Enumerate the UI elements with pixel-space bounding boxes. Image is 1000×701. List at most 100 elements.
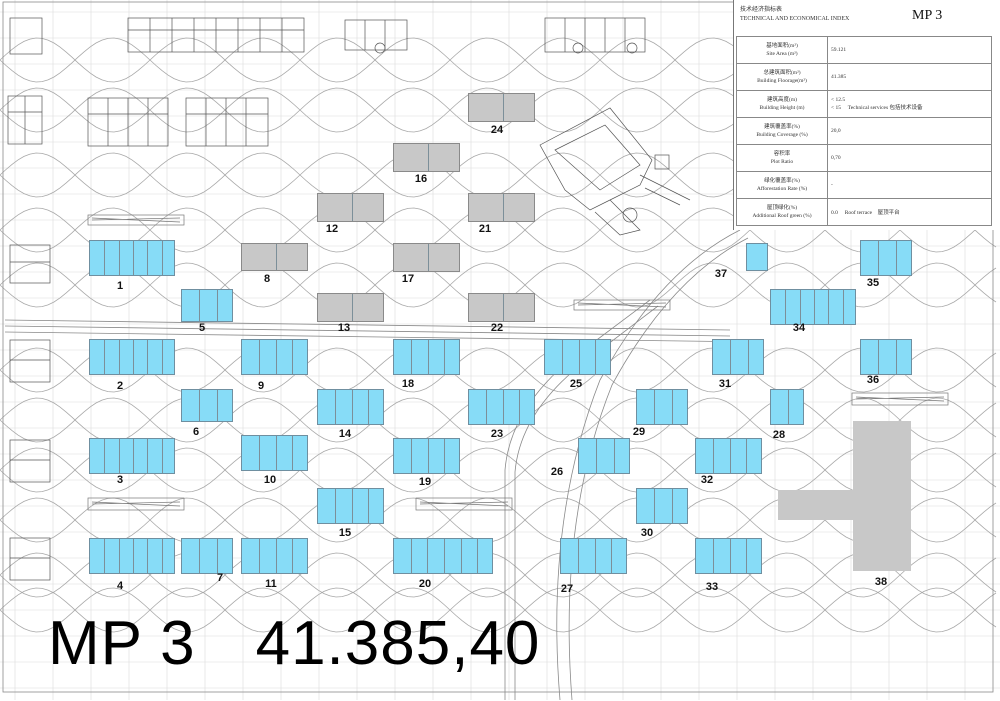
index-value: 0,70	[827, 144, 992, 172]
index-value: 59.121	[827, 36, 992, 64]
building-unit-divider	[104, 340, 106, 374]
building-unit-divider	[444, 539, 445, 573]
technical-economical-index-panel: 技术经济指标表 TECHNICAL AND ECONOMICAL INDEX M…	[733, 0, 1000, 230]
index-key: 绿化覆盖率(%)Afforestation Rate (%)	[736, 171, 828, 199]
building-label: 34	[792, 322, 806, 334]
building-label: 2	[116, 380, 124, 392]
caption-floorage-value: 41.385,40	[255, 609, 541, 678]
building-unit-divider	[444, 439, 446, 473]
building-unit-divider	[216, 390, 218, 421]
building-unit-divider	[427, 144, 429, 171]
building-unit-divider	[275, 244, 277, 270]
building-label: 31	[718, 378, 732, 390]
building-15	[317, 488, 384, 524]
building-6	[181, 389, 233, 422]
building-24	[468, 93, 535, 122]
building-7	[181, 538, 233, 574]
building-unit-divider	[561, 340, 563, 374]
building-unit-divider	[842, 290, 844, 324]
index-key: 建筑覆盖率(%) Building Coverage (%)	[736, 117, 828, 145]
building-label: 21	[478, 223, 492, 235]
building-unit-divider	[368, 489, 370, 523]
building-label: 20	[418, 578, 432, 590]
index-value: 0.0 Roof terrace 屋顶平台	[827, 198, 992, 226]
building-unit-divider	[730, 340, 732, 374]
building-unit-divider	[502, 294, 504, 321]
building-unit-divider	[799, 290, 801, 324]
building-unit-divider	[427, 539, 429, 573]
building-30	[636, 488, 688, 524]
building-38-horizontal-wing	[778, 490, 856, 520]
building-label: 23	[490, 428, 504, 440]
building-16	[393, 143, 460, 172]
building-label: 38	[874, 576, 888, 588]
building-label: 30	[640, 527, 654, 539]
building-unit-divider	[427, 340, 429, 374]
building-unit-divider	[216, 290, 218, 321]
building-unit-divider	[161, 340, 163, 374]
building-31	[712, 339, 764, 375]
index-row: 绿化覆盖率(%)Afforestation Rate (%)-	[736, 171, 992, 199]
index-row: 总建筑面积(m²)Building Floorage(m²)41.385	[736, 63, 992, 91]
building-label: 6	[192, 426, 200, 438]
building-label: 14	[338, 428, 352, 440]
building-unit-divider	[578, 340, 580, 374]
index-key-cn: 绿化覆盖率(%)	[764, 178, 800, 184]
building-label: 26	[550, 466, 564, 478]
building-unit-divider	[410, 340, 412, 374]
index-row: 屋顶绿化(%)Additional Roof green (%)0.0 Roof…	[736, 198, 992, 226]
index-key: 总建筑面积(m²)Building Floorage(m²)	[736, 63, 828, 91]
building-unit-divider	[104, 241, 106, 275]
building-unit-divider	[712, 539, 714, 573]
building-unit-divider	[258, 340, 260, 374]
building-unit-divider	[118, 539, 120, 573]
building-unit-divider	[427, 439, 429, 473]
building-33	[695, 538, 762, 574]
building-unit-divider	[895, 340, 897, 374]
building-unit-divider	[334, 390, 336, 424]
building-unit-divider	[613, 439, 615, 473]
index-key-en: Building Coverage (%)	[756, 132, 808, 138]
building-unit-divider	[368, 390, 370, 424]
building-unit-divider	[671, 390, 673, 424]
building-unit-divider	[594, 539, 596, 573]
building-unit-divider	[133, 539, 134, 573]
caption-plan-id: MP 3	[48, 609, 196, 678]
building-8	[241, 243, 308, 271]
index-title-en: TECHNICAL AND ECONOMICAL INDEX	[740, 16, 850, 22]
building-unit-divider	[161, 241, 163, 275]
building-unit-divider	[292, 539, 294, 573]
building-unit-divider	[133, 241, 134, 275]
index-key-cn: 建筑覆盖率(%)	[764, 124, 800, 130]
index-row: 建筑覆盖率(%)Building Coverage (%)20,0	[736, 117, 992, 145]
building-label: 5	[198, 322, 206, 334]
building-label: 33	[705, 581, 719, 593]
building-unit-divider	[275, 436, 277, 470]
clubhouse-outline	[539, 107, 691, 236]
index-key-cn: 容积率	[773, 151, 791, 157]
building-unit-divider	[410, 439, 412, 473]
building-25	[544, 339, 611, 375]
building-label: 16	[414, 173, 428, 185]
building-unit-divider	[199, 290, 201, 321]
building-20	[393, 538, 493, 574]
building-unit-divider	[814, 290, 815, 324]
building-label: 27	[560, 583, 574, 595]
building-5	[181, 289, 233, 322]
building-26	[578, 438, 630, 474]
index-key-en: Building Height (m)	[759, 105, 805, 111]
building-34	[770, 289, 856, 325]
building-unit-divider	[712, 439, 714, 473]
building-unit-divider	[485, 390, 487, 424]
building-label: 29	[632, 426, 646, 438]
building-17	[393, 243, 460, 272]
building-label: 28	[772, 429, 786, 441]
building-unit-divider	[410, 539, 412, 573]
building-unit-divider	[351, 390, 353, 424]
building-13	[317, 293, 384, 322]
building-4	[89, 538, 175, 574]
building-unit-divider	[878, 340, 880, 374]
building-10	[241, 435, 308, 471]
building-unit-divider	[133, 439, 134, 473]
